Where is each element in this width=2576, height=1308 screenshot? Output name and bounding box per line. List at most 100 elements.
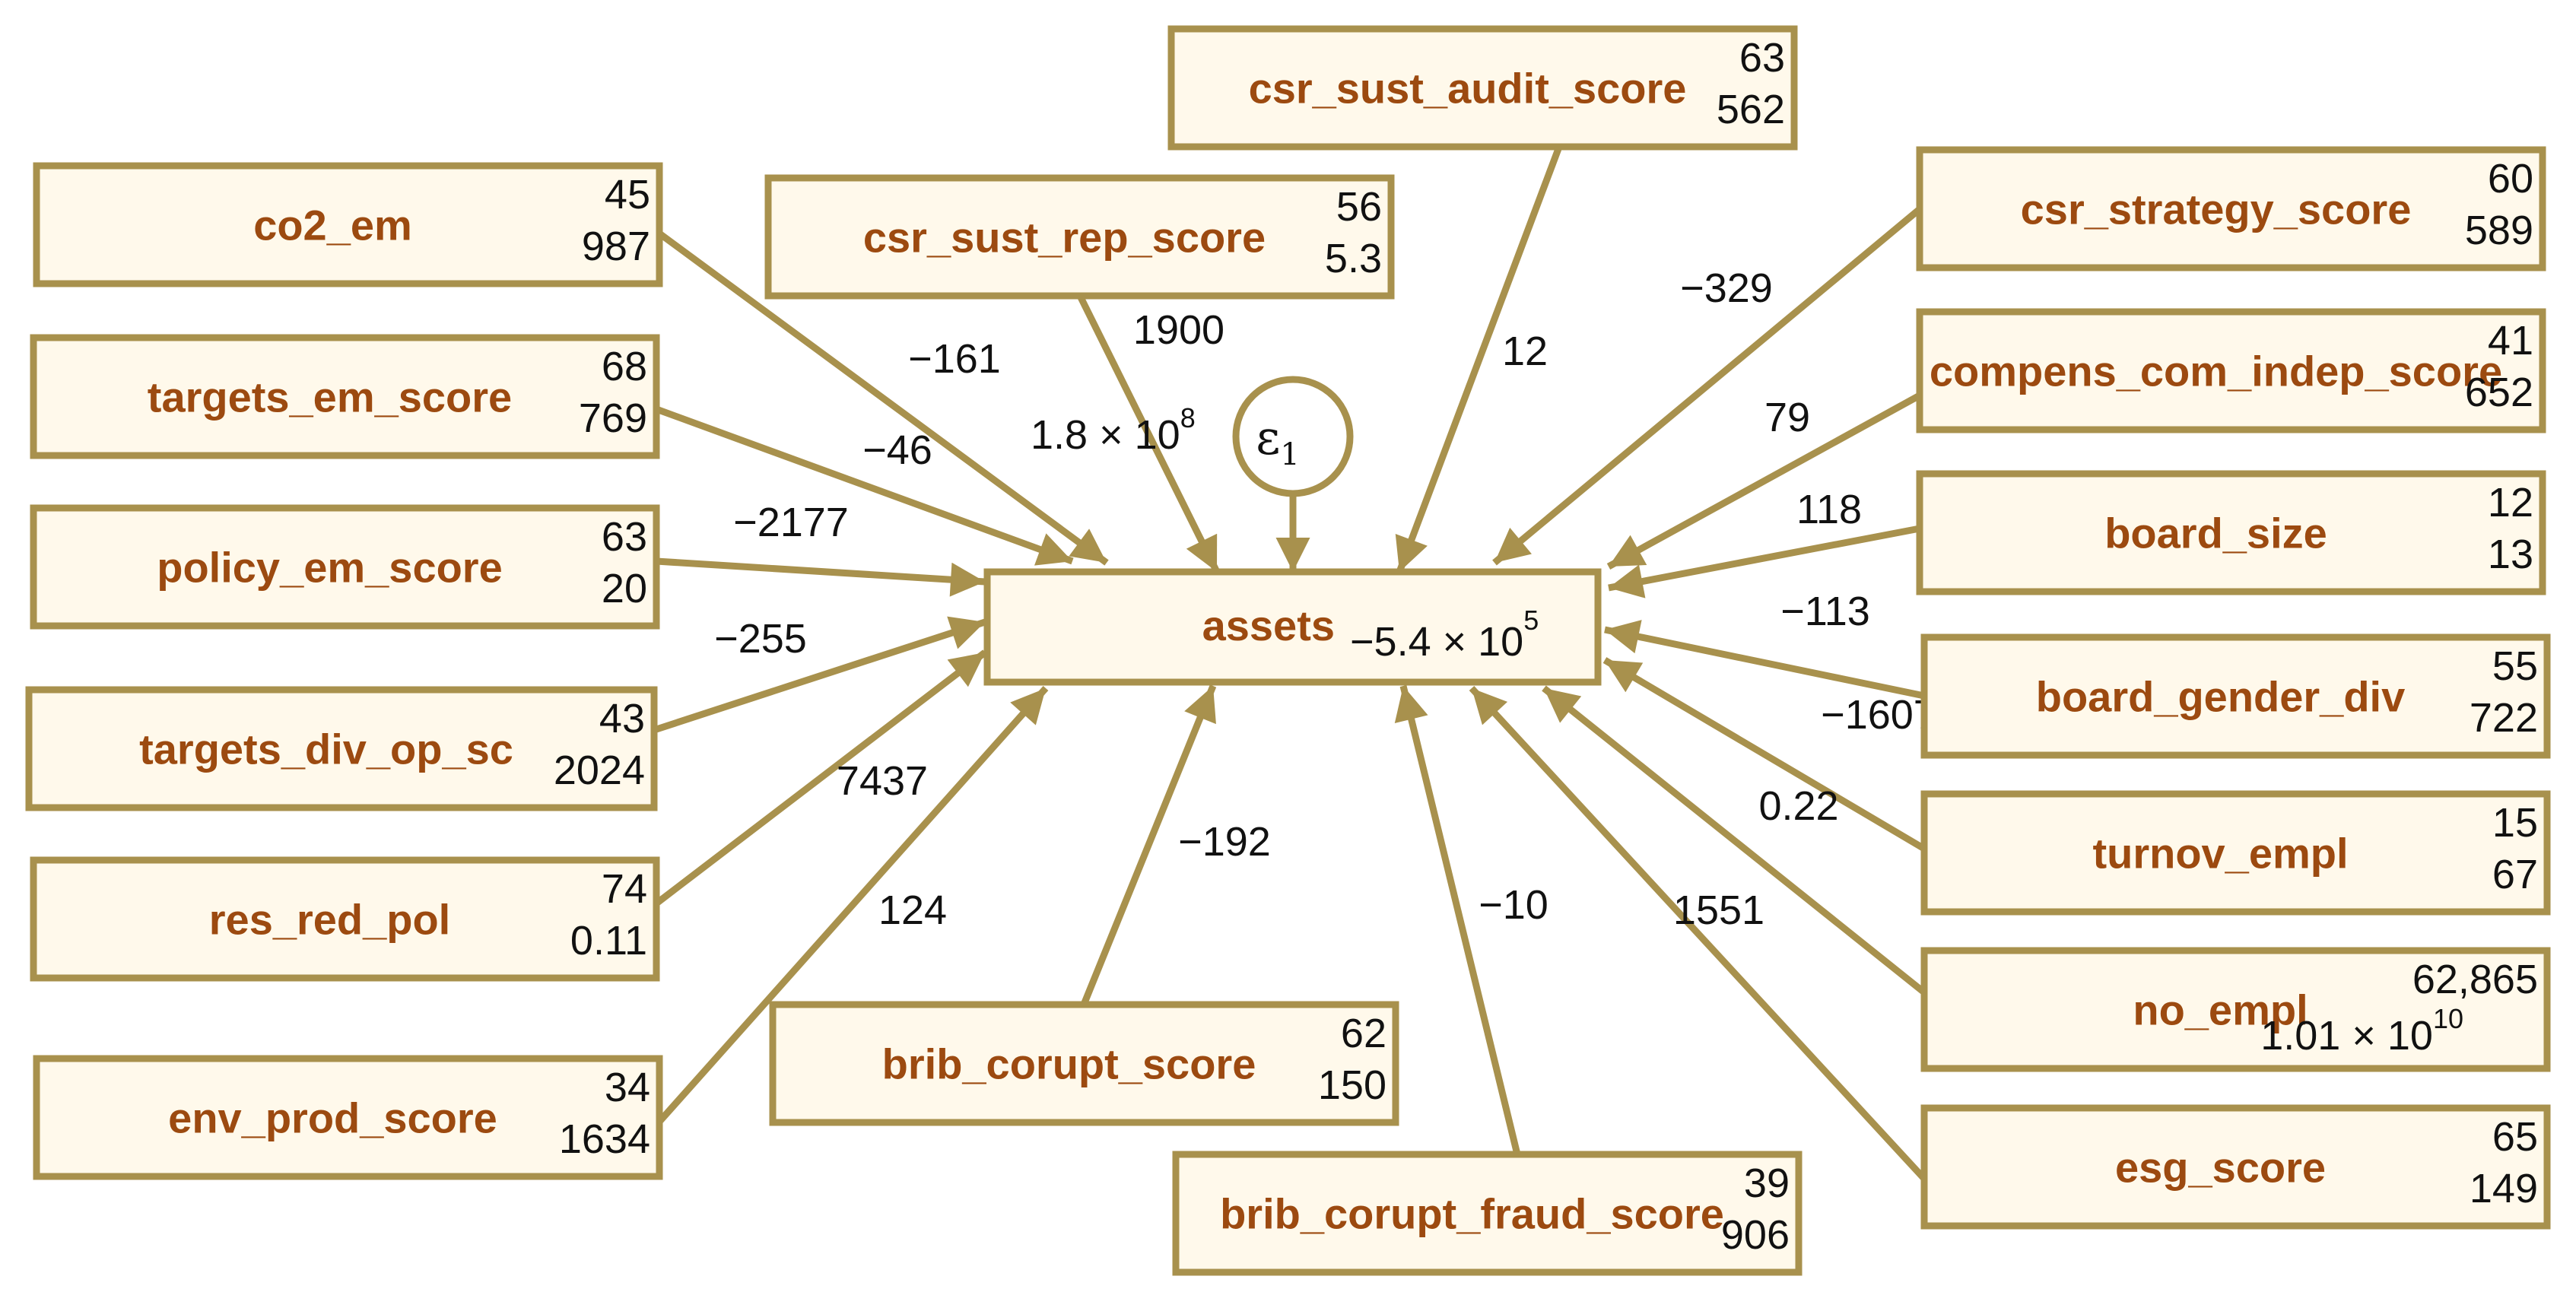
predictor-box — [1920, 790, 2551, 916]
dependent-intercept: −5.4 × 105 — [1350, 605, 1539, 665]
predictor-mean: 63 — [602, 514, 647, 560]
dependent-name: assets — [1202, 602, 1335, 649]
predictor-node-csr_strategy_score: csr_strategy_score 60 589 — [1916, 146, 2546, 271]
predictor-box — [33, 162, 663, 287]
predictor-name: board_gender_div — [2036, 673, 2405, 721]
coef-turnov_empl: −1607 — [1821, 692, 1936, 738]
path-arrow-brib_corupt_fraud_score — [1394, 684, 1521, 1156]
predictor-mean: 60 — [2488, 156, 2533, 202]
predictor-mean: 12 — [2488, 480, 2533, 525]
predictor-box — [1916, 470, 2546, 595]
predictor-name: compens_com_indep_score — [1930, 348, 2502, 395]
error-term: ε1 1.8 × 108 — [1031, 376, 1354, 497]
predictor-mean: 15 — [2492, 800, 2538, 846]
predictor-nodes: co2_em45987targets_em_score68769policy_e… — [25, 25, 2551, 1276]
predictor-name: res_red_pol — [209, 896, 451, 944]
predictor-node-env_prod_score: env_prod_score 34 1634 — [33, 1055, 663, 1180]
path-arrow-policy_em_score — [656, 557, 986, 597]
predictor-mean: 62 — [1341, 1011, 1386, 1056]
predictor-variance: 589 — [2465, 208, 2533, 253]
predictor-box — [30, 334, 660, 459]
coef-csr_sust_audit_score: 12 — [1502, 329, 1548, 374]
predictor-mean: 43 — [599, 696, 645, 741]
predictor-node-targets_em_score: targets_em_score 68 769 — [30, 334, 660, 459]
error-circle — [1232, 376, 1354, 497]
predictor-box — [1172, 1151, 1803, 1276]
coef-compens_com_indep_score: 79 — [1764, 395, 1810, 440]
predictor-name: csr_sust_audit_score — [1249, 65, 1687, 113]
coef-res_red_pol: 7437 — [837, 758, 928, 804]
predictor-node-brib_corupt_score: brib_corupt_score 62 150 — [769, 1001, 1399, 1126]
predictor-name: targets_em_score — [148, 373, 512, 421]
predictor-box — [1920, 1104, 2551, 1230]
predictor-variance: 149 — [2470, 1166, 2538, 1211]
predictor-variance: 652 — [2465, 370, 2533, 415]
predictor-mean: 63 — [1739, 35, 1785, 81]
predictor-mean: 74 — [602, 866, 647, 912]
predictor-variance: 13 — [2488, 532, 2533, 577]
predictor-mean: 39 — [1744, 1160, 1790, 1206]
path-arrow-esg_score — [1469, 685, 1927, 1182]
predictor-variance: 5.3 — [1325, 236, 1382, 281]
coef-brib_corupt_score: −192 — [1178, 819, 1271, 865]
predictor-variance: 1634 — [559, 1116, 650, 1162]
predictor-name: turnov_empl — [2092, 830, 2348, 878]
path-arrow-no_empl — [1542, 685, 1926, 995]
path-arrow-board_size — [1608, 525, 1920, 598]
predictor-variance: 987 — [582, 224, 650, 269]
predictor-box — [764, 174, 1395, 300]
dependent-box — [983, 568, 1602, 686]
predictor-name: env_prod_score — [168, 1094, 497, 1142]
coef-board_gender_div: −113 — [1780, 589, 1870, 634]
error-variance: 1.8 × 108 — [1031, 402, 1196, 458]
predictor-variance: 769 — [579, 395, 647, 441]
predictor-mean: 41 — [2488, 318, 2533, 364]
predictor-name: brib_corupt_score — [882, 1040, 1256, 1088]
predictor-box — [1920, 633, 2551, 759]
predictor-node-board_gender_div: board_gender_div 55 722 — [1920, 633, 2551, 759]
predictor-box — [1167, 25, 1798, 151]
coef-policy_em_score: −2177 — [733, 500, 849, 545]
predictor-name: co2_em — [253, 202, 412, 249]
path-arrow-turnov_empl — [1602, 657, 1926, 852]
path-arrow-csr_sust_rep_score — [1076, 294, 1221, 573]
predictor-node-board_size: board_size 12 13 — [1916, 470, 2546, 595]
predictor-mean: 55 — [2492, 643, 2538, 689]
predictor-variance: 67 — [2492, 852, 2538, 897]
predictor-node-turnov_empl: turnov_empl 15 67 — [1920, 790, 2551, 916]
predictor-name: no_empl — [2133, 986, 2308, 1034]
predictor-mean: 65 — [2492, 1114, 2538, 1160]
predictor-box — [1916, 308, 2546, 433]
coef-targets_div_op_sc: −255 — [714, 616, 807, 662]
coef-csr_sust_rep_score: 1900 — [1133, 307, 1224, 353]
coef-co2_em: −161 — [908, 336, 1001, 382]
predictor-variance: 562 — [1717, 87, 1785, 132]
predictor-variance: 2024 — [554, 748, 645, 793]
path-arrow-csr_strategy_score — [1492, 206, 1922, 566]
predictor-box — [769, 1001, 1399, 1126]
predictor-variance: 20 — [602, 566, 647, 611]
predictor-variance: 150 — [1318, 1062, 1386, 1108]
predictor-mean: 68 — [602, 344, 647, 389]
coef-targets_em_score: −46 — [862, 427, 932, 473]
predictor-mean: 34 — [605, 1065, 650, 1110]
error-symbol: ε1 — [1256, 410, 1300, 472]
predictor-box — [30, 504, 660, 630]
predictor-name: board_size — [2104, 510, 2327, 557]
predictor-name: csr_strategy_score — [2021, 186, 2412, 233]
predictor-variance: 722 — [2470, 695, 2538, 741]
predictor-box — [33, 1055, 663, 1180]
predictor-variance: 1.01 × 1010 — [2260, 1003, 2463, 1059]
coef-env_prod_score: 124 — [878, 887, 947, 933]
path-arrow-env_prod_score — [656, 686, 1049, 1124]
predictor-box — [30, 856, 660, 982]
